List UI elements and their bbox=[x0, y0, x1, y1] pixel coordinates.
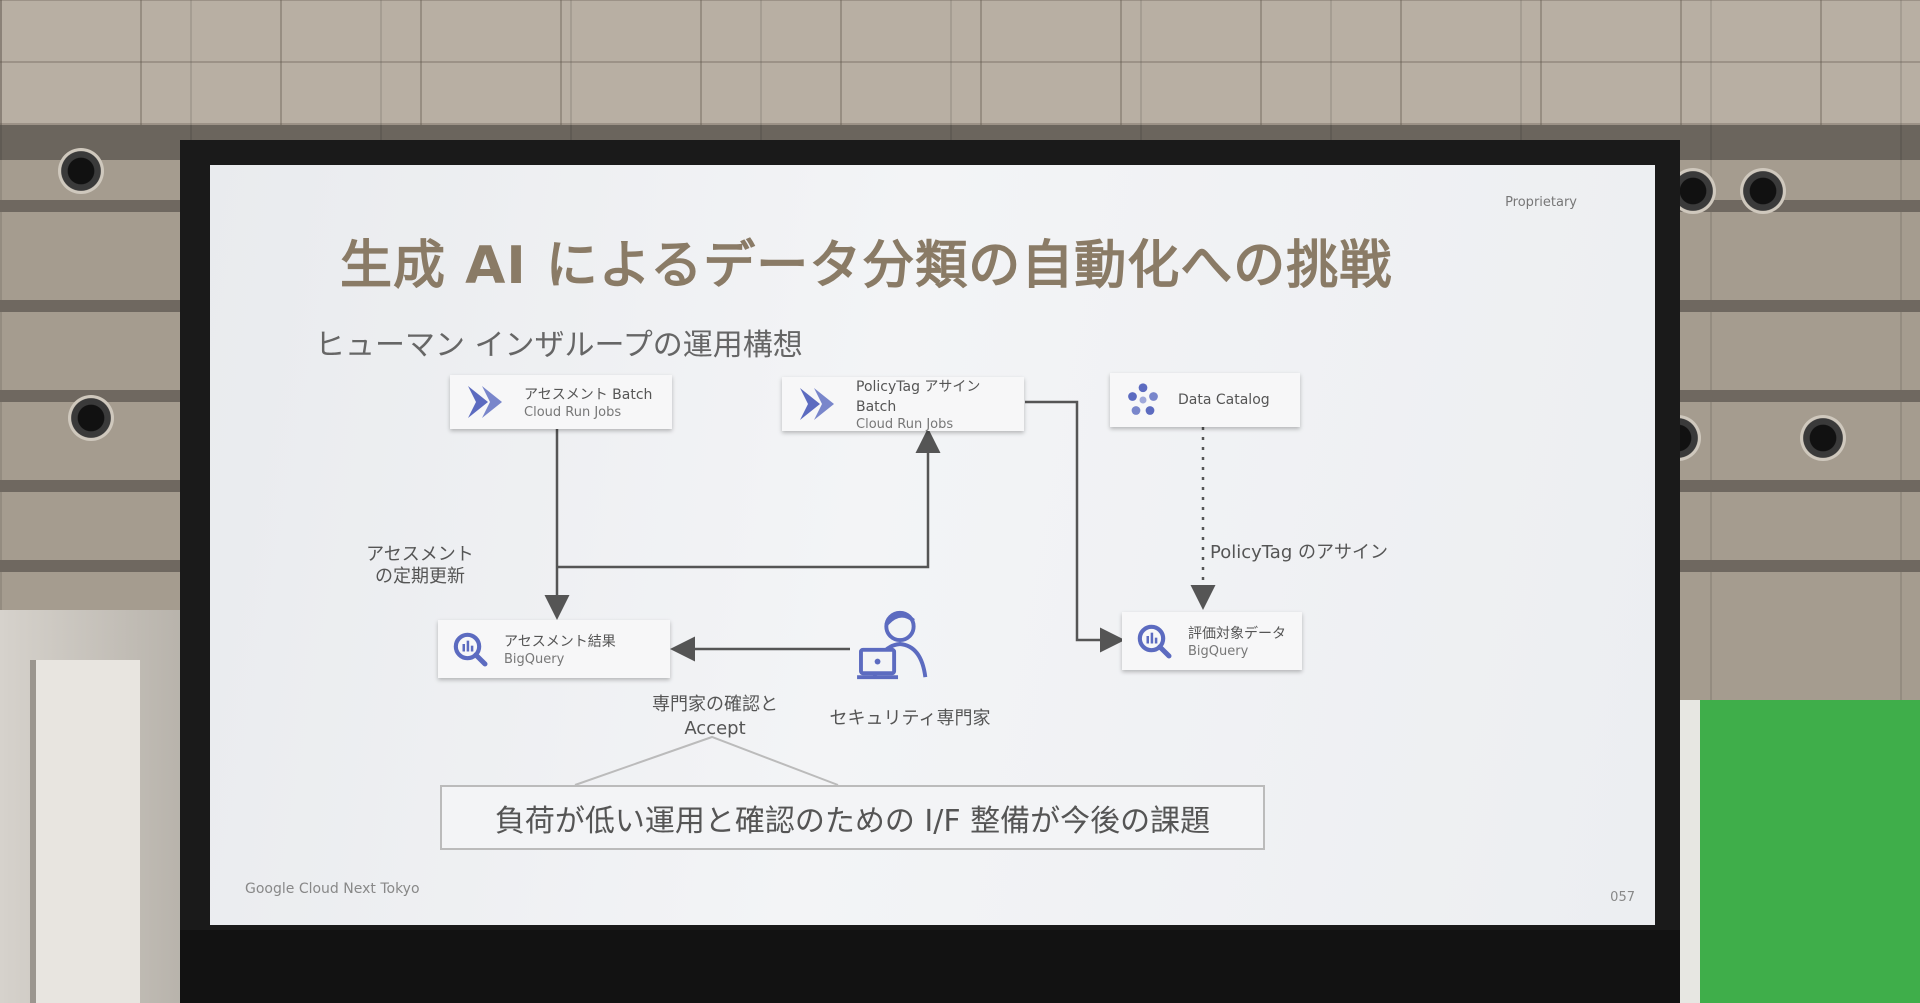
node-title: Data Catalog bbox=[1178, 392, 1270, 408]
node-subtitle: Cloud Run Jobs bbox=[524, 404, 622, 420]
edge-label-policytag-assign: PolicyTag のアサイン bbox=[1210, 542, 1388, 563]
diagram-connectors bbox=[544, 400, 1216, 786]
data-catalog-icon bbox=[1128, 383, 1158, 415]
slide-title: 生成 AI によるデータ分類の自動化への挑戦 bbox=[340, 236, 1393, 296]
callout-text: 負荷が低い運用と確認のための I/F 整備が今後の課題 bbox=[494, 803, 1211, 839]
booth-curtain bbox=[30, 660, 140, 1003]
node-policytag-batch: PolicyTag アサイン Batch Cloud Run Jobs bbox=[782, 377, 1024, 432]
green-booth-panel bbox=[1700, 700, 1920, 1003]
node-data-catalog: Data Catalog bbox=[1110, 373, 1300, 427]
node-title: アセスメント Batch bbox=[524, 386, 653, 403]
bigquery-icon bbox=[1137, 624, 1172, 659]
presentation-slide: Proprietary 生成 AI によるデータ分類の自動化への挑戦 ヒューマン… bbox=[210, 165, 1655, 925]
slide-subtitle: ヒューマン インザループの運用構想 bbox=[315, 328, 803, 363]
screen-base bbox=[180, 930, 1680, 1003]
bigquery-icon bbox=[453, 632, 488, 667]
wall-speaker bbox=[58, 148, 104, 194]
cloud-run-icon bbox=[800, 388, 834, 420]
edge-label-periodic-1: アセスメント bbox=[366, 544, 474, 565]
node-target-data: 評価対象データ BigQuery bbox=[1122, 612, 1302, 670]
security-expert-label: セキュリティ専門家 bbox=[829, 708, 991, 729]
node-subtitle: Cloud Run Jobs bbox=[856, 416, 954, 432]
node-subtitle: BigQuery bbox=[1188, 643, 1249, 659]
wall-speaker bbox=[68, 395, 114, 441]
node-title: PolicyTag アサイン Batch bbox=[856, 378, 981, 415]
cloud-run-icon bbox=[468, 386, 502, 418]
edge-label-expert-accept-2: Accept bbox=[684, 718, 746, 739]
edge-policytag-to-target bbox=[1025, 400, 1125, 653]
person-laptop-icon bbox=[857, 610, 928, 680]
callout-box: 負荷が低い運用と確認のための I/F 整備が今後の課題 bbox=[440, 785, 1265, 850]
slide-footer: Google Cloud Next Tokyo bbox=[245, 881, 420, 897]
node-assessment-result: アセスメント結果 BigQuery bbox=[438, 620, 670, 678]
node-title: アセスメント結果 bbox=[504, 633, 616, 650]
wall-speaker bbox=[1800, 415, 1846, 461]
callout-pointer bbox=[574, 735, 839, 786]
node-assessment-batch: アセスメント Batch Cloud Run Jobs bbox=[450, 375, 672, 429]
slide-page-number: 057 bbox=[1610, 890, 1635, 905]
edge-label-periodic-2: の定期更新 bbox=[375, 566, 465, 587]
edge-label-expert-accept-1: 専門家の確認と bbox=[652, 694, 778, 715]
ceiling bbox=[0, 0, 1920, 125]
node-subtitle: BigQuery bbox=[504, 651, 565, 667]
wall-speaker bbox=[1740, 168, 1786, 214]
edge-periodic-to-policytag bbox=[557, 428, 941, 569]
proprietary-label: Proprietary bbox=[1505, 195, 1577, 210]
node-title: 評価対象データ bbox=[1188, 625, 1286, 642]
